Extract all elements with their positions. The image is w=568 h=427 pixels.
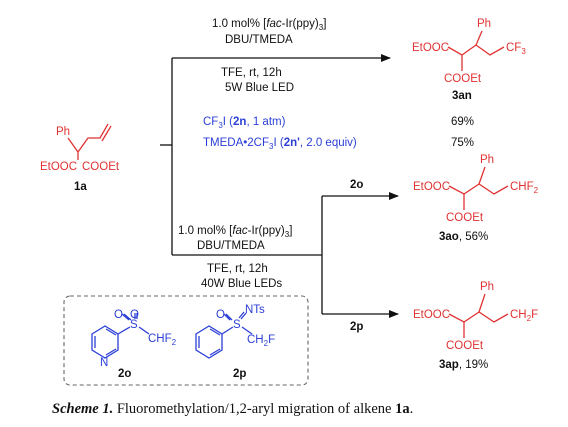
2p-ring-double-bonds [198, 328, 221, 356]
yield-2n: 69% [451, 116, 474, 128]
3an-ester-left: EtOOC [412, 42, 449, 54]
2p-benzene-ring [195, 325, 223, 359]
reagent-2n: CF3I (2n, 1 atm) [203, 116, 286, 130]
3ao-chf2: CHF2 [510, 181, 539, 195]
top-cond-line1: 1.0 mol% [fac-Ir(ppy)3] [212, 18, 326, 32]
2o-label: 2o [118, 368, 131, 380]
3ap-ch2f: CH2F [510, 309, 538, 323]
reagent-2p: S O NTs CH2F 2p [195, 304, 275, 380]
arrow-label-2o: 2o [350, 179, 363, 191]
3an-ph-bond [475, 30, 483, 46]
product-3ap: Ph EtOOC CH2F COOEt 3ap, 19% [413, 281, 538, 371]
3an-cf3: CF3 [506, 42, 526, 56]
top-conditions: 1.0 mol% [fac-Ir(ppy)3] DBU/TMEDA TFE, r… [212, 18, 326, 94]
bottom-cond-line2: DBU/TMEDA [197, 240, 265, 252]
2p-label: 2p [233, 368, 246, 380]
3ap-ester-left: EtOOC [413, 309, 450, 321]
product-3ao: Ph EtOOC CHF2 COOEt 3ao, 56% [413, 154, 539, 243]
bottom-cond-line3: TFE, rt, 12h [207, 263, 268, 275]
2o-ring-double-bonds [94, 328, 117, 356]
3an-chain-bonds [447, 44, 505, 56]
3ao-label: 3ao, 56% [439, 231, 488, 243]
3ao-chain-bonds [448, 183, 509, 195]
bottom-cond-line1: 1.0 mol% [fac-Ir(ppy)3] [178, 225, 292, 239]
substrate-ester-right: COOEt [82, 161, 120, 173]
3an-ph: Ph [477, 18, 491, 30]
reagent-2o: S O O CHF2 N 2o [91, 309, 177, 380]
2o-so2-bonds [121, 313, 138, 321]
top-cond-line3: TFE, rt, 12h [221, 67, 282, 79]
reagent-row-2n: CF3I (2n, 1 atm) 69% [203, 116, 474, 130]
3an-ester-bottom: COOEt [444, 73, 482, 85]
scheme-caption: Scheme 1. Fluoromethylation/1,2-aryl mig… [52, 401, 413, 417]
3ap-chain-bonds [448, 311, 509, 323]
substrate-vinyl-double-bond [101, 125, 112, 142]
2o-pyridine-ring [91, 325, 119, 359]
2p-ch2f: CH2F [247, 334, 275, 348]
3ap-ph-bond [478, 293, 486, 313]
top-cond-line4: 5W Blue LED [225, 82, 294, 94]
2p-s: S [233, 319, 241, 331]
arrow-label-2p: 2p [350, 321, 363, 333]
3ao-ester-left: EtOOC [413, 181, 450, 193]
yield-2n-prime: 75% [451, 137, 474, 149]
substrate-label: 1a [74, 181, 87, 193]
2p-s-bond [221, 326, 234, 335]
substrate-1a: Ph EtOOC COOEt 1a [40, 123, 120, 193]
substrate-ester-left: EtOOC [40, 161, 77, 173]
2o-s-bond [117, 326, 131, 335]
2p-o: O [216, 309, 225, 321]
2p-sn-bond [238, 311, 247, 320]
3ao-ph-bond [478, 166, 486, 185]
2o-chf2: CHF2 [148, 333, 177, 347]
reagent-row-2n-prime: TMEDA•2CF3I (2n', 2.0 equiv) 75% [203, 137, 474, 151]
bottom-cond-line4: 40W Blue LEDs [201, 278, 282, 290]
product-3an: Ph EtOOC CF3 COOEt 3an [412, 18, 526, 102]
3ap-ester-bottom: COOEt [446, 340, 484, 352]
2o-s: S [130, 319, 138, 331]
2o-c-bond [138, 326, 150, 335]
3an-label: 3an [452, 90, 472, 102]
substrate-bonds [67, 123, 109, 154]
2p-nts: NTs [245, 304, 265, 316]
reagent-2n-prime: TMEDA•2CF3I (2n', 2.0 equiv) [203, 137, 357, 151]
bottom-conditions: 1.0 mol% [fac-Ir(ppy)3] DBU/TMEDA TFE, r… [178, 225, 292, 290]
reagent-box [63, 295, 309, 386]
2o-o-top: O [114, 309, 123, 321]
3ap-label: 3ap, 19% [439, 359, 488, 371]
3ao-ph: Ph [480, 154, 494, 166]
substrate-ph: Ph [56, 126, 70, 138]
2o-n: N [100, 357, 108, 369]
2p-c-bond [241, 326, 253, 335]
2p-so-bond [223, 313, 233, 321]
top-cond-line2: DBU/TMEDA [225, 34, 293, 46]
3ao-ester-bottom: COOEt [446, 212, 484, 224]
3ap-ph: Ph [480, 281, 494, 293]
